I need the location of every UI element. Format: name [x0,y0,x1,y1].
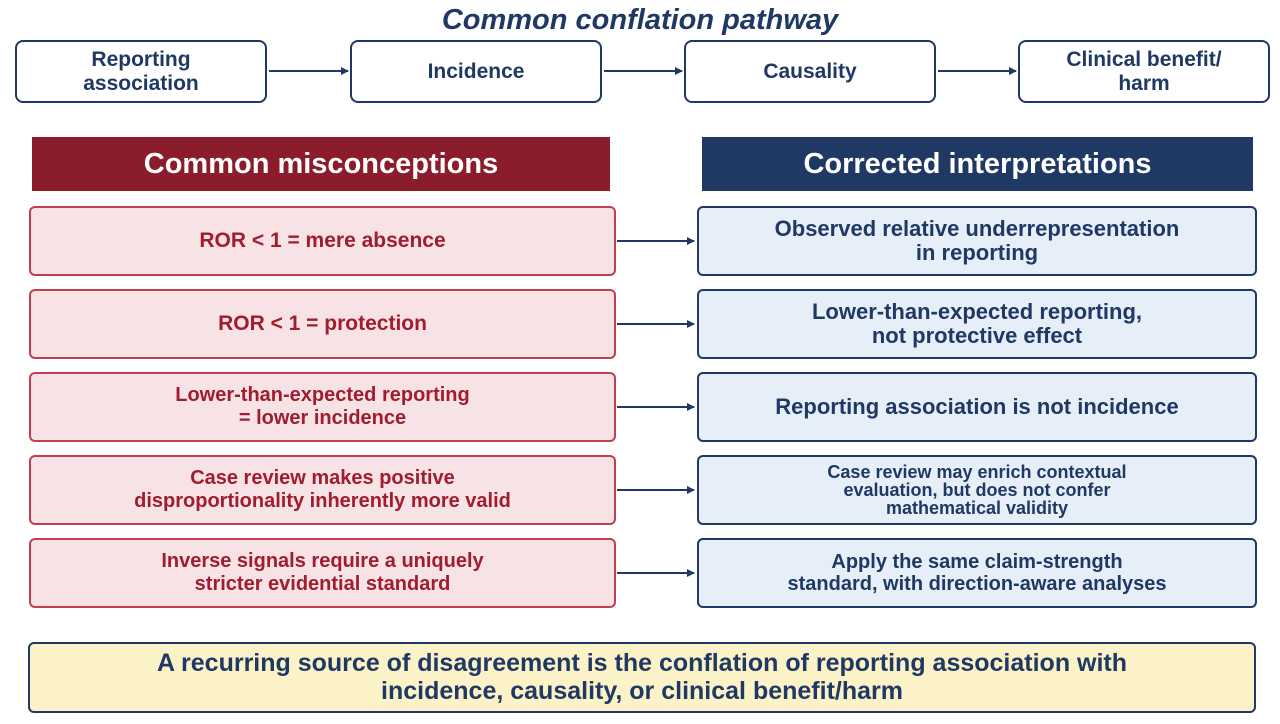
header-corrected-interpretations: Corrected interpretations [702,137,1253,191]
misconception-box-5: Inverse signals require a uniquely stric… [29,538,616,608]
misconception-box-1: ROR < 1 = mere absence [29,206,616,276]
pathway-box-causality: Causality [684,40,936,103]
diagram-title: Common conflation pathway [441,4,839,36]
footer-summary-box: A recurring source of disagreement is th… [28,642,1256,713]
correction-box-4: Case review may enrich contextual evalua… [697,455,1257,525]
pathway-box-reporting-association: Reporting association [15,40,267,103]
misconception-box-3: Lower-than-expected reporting = lower in… [29,372,616,442]
pathway-box-incidence: Incidence [350,40,602,103]
correction-box-1: Observed relative underrepresentation in… [697,206,1257,276]
pathway-box-clinical-benefit-harm: Clinical benefit/ harm [1018,40,1270,103]
misconception-box-2: ROR < 1 = protection [29,289,616,359]
misconception-box-4: Case review makes positive disproportion… [29,455,616,525]
header-common-misconceptions: Common misconceptions [32,137,610,191]
correction-box-5: Apply the same claim-strength standard, … [697,538,1257,608]
correction-box-3: Reporting association is not incidence [697,372,1257,442]
correction-box-2: Lower-than-expected reporting, not prote… [697,289,1257,359]
